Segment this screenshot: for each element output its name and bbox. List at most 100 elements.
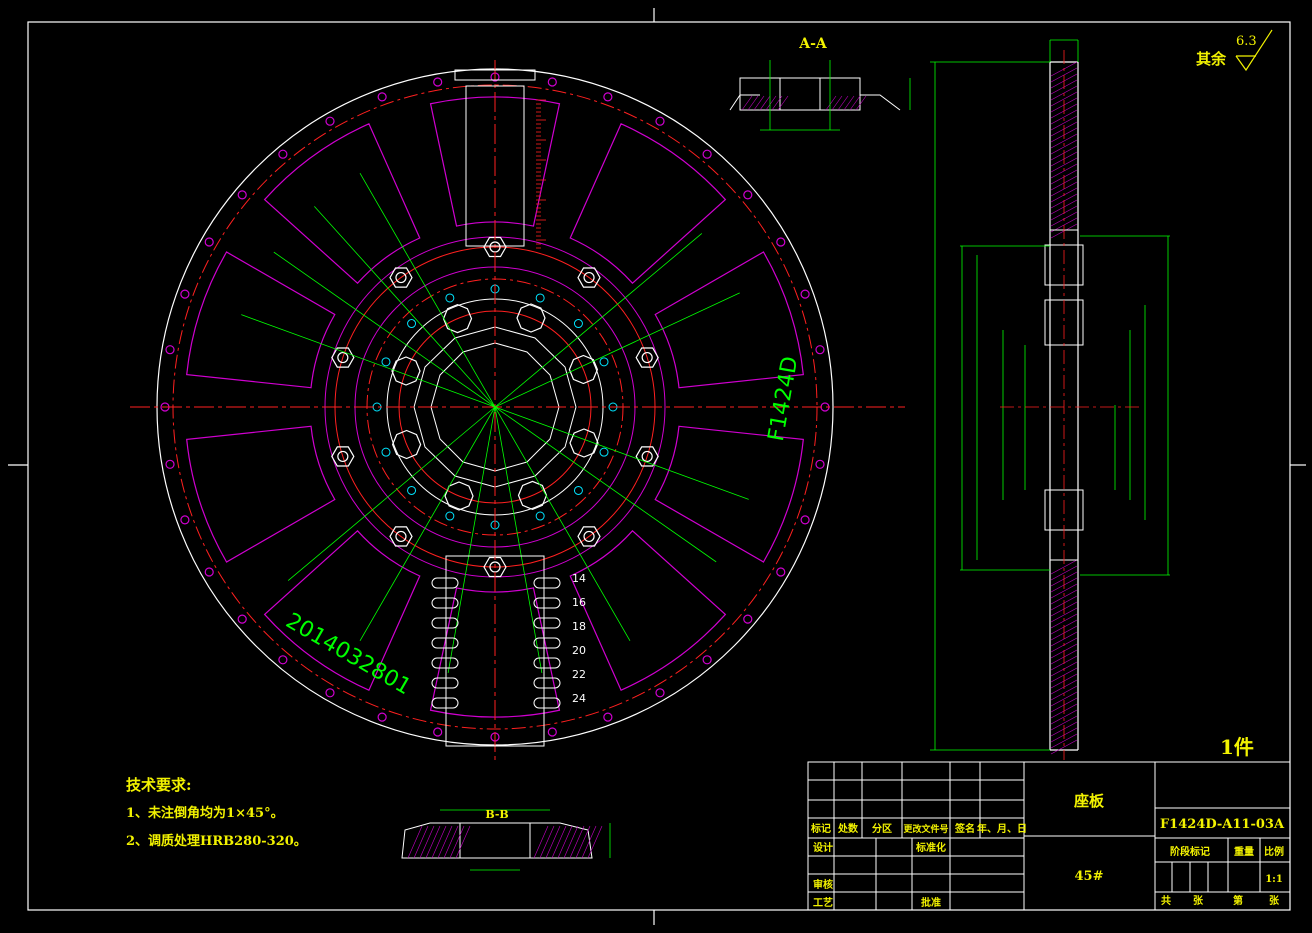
tb-scale-label: 比例 [1264,845,1284,858]
hatch-line [1050,739,1078,755]
slot-scale-label: 22 [572,668,586,681]
tb-approve: 批准 [921,896,941,909]
hatch-line [855,95,867,111]
hatch-line [1050,565,1078,581]
spoke-window [569,123,727,285]
hatch-line [449,825,465,859]
rim-hole [237,190,247,200]
hatch-line [837,95,849,111]
hatch-line [437,825,453,859]
octagon-boss [391,356,421,386]
surface-finish-value: 6.3 [1236,34,1257,49]
hex-boss-bore [337,351,349,364]
slot-oval-right [533,657,561,669]
octagon-boss [569,428,599,458]
spoke-window [429,96,561,227]
slot-oval-right [533,637,561,649]
hex-boss-bore [583,530,595,543]
hatch-line [587,825,603,859]
inner-hole [535,293,545,303]
hex-boss-bore [395,271,407,284]
rim-hole [603,712,613,722]
rim-hole [815,345,825,355]
dimension-ray [287,406,496,581]
rim-hole [800,515,810,525]
rim-hole [776,567,786,577]
slot-scale-label: 20 [572,644,586,657]
inner-hole [573,485,583,495]
hatch-line [407,825,423,859]
hatch-line [419,825,435,859]
inner-hole [407,319,417,329]
tech-requirement-2: 2、调质处理HRB280-320。 [126,834,307,849]
octagon-boss [516,303,546,333]
tb-design: 设计 [813,841,833,854]
hatch-line [759,95,771,111]
tb-h1: 处数 [837,822,859,835]
tech-requirements-title: 技术要求: [126,776,192,794]
hatch-line [1050,109,1078,125]
slot-oval-left [431,677,459,689]
drawing-frame [8,8,1306,925]
hatch-line [425,825,441,859]
hatch-line [1050,631,1078,647]
tb-sheet-total: 共 [1161,894,1171,907]
hex-boss [483,556,507,578]
dimension-ray [494,406,749,500]
slot-oval-left [431,657,459,669]
hatch-line [1050,115,1078,131]
rim-hole [204,237,214,247]
rim-hole [180,289,190,299]
tb-sheet-unit2: 张 [1269,894,1280,907]
hex-boss [389,267,413,288]
inner-hole [445,293,455,303]
hatch-line [1050,613,1078,629]
octagon-boss [568,354,599,385]
hatch-line [1050,583,1078,599]
section-aa-view: A-A [729,36,911,131]
hex-boss [577,526,601,547]
inner-hole [599,357,609,367]
tb-h2: 分区 [872,822,892,835]
tech-requirement-1: 1、未注倒角均为1×45°。 [126,806,284,821]
rim-hole [547,727,557,737]
inner-hole [381,447,391,457]
rim-hole [165,345,175,355]
slot-oval-right [533,597,561,609]
hatch-line [581,825,597,859]
octagon-boss [442,303,473,334]
inner-hole [535,511,545,521]
spoke-window [429,587,561,718]
side-view [930,39,1170,760]
hatch-line [455,825,471,859]
hatch-line [765,95,777,111]
inner-hole [599,447,609,457]
slot-oval-left [431,597,459,609]
rim-hole [325,688,335,698]
dimension-ray [359,406,496,642]
hatch-line [831,95,843,111]
slot-oval-left [431,617,459,629]
hex-boss-bore [641,450,653,463]
rim-hole [278,149,288,159]
section-bb-view: B-B [401,808,611,871]
spoke-window [654,251,804,389]
hatch-line [1050,181,1078,197]
slot-scale-label: 18 [572,620,586,633]
hatch-line [1050,709,1078,725]
rim-hole [325,116,335,126]
slot-oval-right [533,697,561,709]
hatch-line [1050,607,1078,623]
dimension-ray [494,233,703,408]
dimension-ray [494,292,740,408]
octagon-boss [444,481,474,511]
inner-hole [407,485,417,495]
hatch-line [753,95,765,111]
quantity-label: 1件 [1220,735,1254,759]
hatch-line [569,825,585,859]
hatch-line [545,825,561,859]
hatch-line [1050,559,1078,575]
tb-weight: 重量 [1234,845,1254,858]
spoke-window [569,529,727,691]
